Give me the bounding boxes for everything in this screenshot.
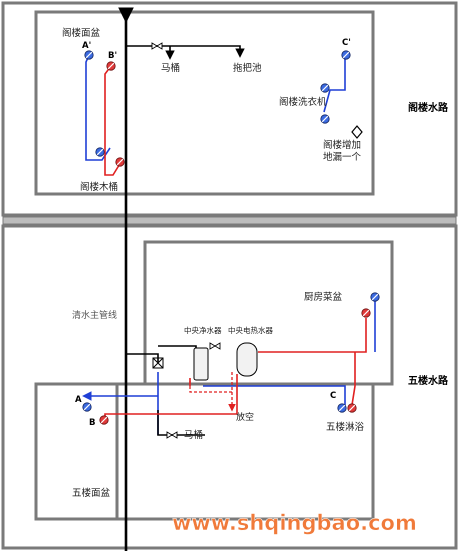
valve-c-prime xyxy=(341,50,351,60)
valve-b-prime xyxy=(106,61,116,71)
label-fifth-basin: 五楼面盆 xyxy=(72,487,111,499)
label-main-pipe: 清水主管线 xyxy=(72,309,117,321)
label-a: A xyxy=(75,395,82,405)
valve-tub-cold xyxy=(95,147,105,157)
attic-room-wall xyxy=(34,10,375,196)
label-heater: 中央电热水器 xyxy=(228,325,273,335)
label-floor-drain-1: 阁楼增加 xyxy=(323,139,361,151)
fifth-floor-outer-wall xyxy=(1,224,458,550)
floor-slab xyxy=(2,216,457,225)
label-attic-basin: 阁楼面盆 xyxy=(62,27,101,39)
label-attic-tub: 阁楼木桶 xyxy=(80,181,118,193)
label-purifier: 中央净水器 xyxy=(184,325,222,335)
label-fifth-water: 五楼水路 xyxy=(408,374,449,387)
watermark: www.shqingbao.com xyxy=(172,511,417,535)
kitchen-valve-hot xyxy=(361,308,371,318)
shower-valve-cold xyxy=(337,403,347,413)
label-shower: 五楼淋浴 xyxy=(326,421,365,433)
toilet-fifth-valve-icon xyxy=(166,431,178,439)
valve-washer-2 xyxy=(320,114,330,124)
attic-pipes xyxy=(85,45,346,176)
toilet-valve-icon xyxy=(151,42,163,50)
valve-tub-hot xyxy=(115,157,125,167)
central-water-purifier xyxy=(193,347,209,381)
inlet-valve-icon xyxy=(152,357,164,369)
label-attic-water: 阁楼水路 xyxy=(408,101,449,114)
label-b: B xyxy=(89,418,95,428)
label-c: C xyxy=(330,391,336,401)
valve-a-prime xyxy=(84,50,94,60)
kitchen-valve-cold xyxy=(370,292,380,302)
valve-washer xyxy=(320,83,330,93)
floor-drain-icon xyxy=(351,125,363,139)
label-washing-machine: 阁楼洗衣机 xyxy=(279,96,327,108)
label-mop-pool: 拖把池 xyxy=(233,62,262,74)
valve-b xyxy=(99,415,109,425)
label-floor-drain-2: 地漏一个 xyxy=(323,151,362,163)
fifth-bath-wall xyxy=(34,382,375,521)
label-toilet-attic: 马桶 xyxy=(161,62,180,74)
label-a-prime: A' xyxy=(82,41,91,51)
attic-outer-wall xyxy=(1,1,458,217)
label-drain: 放空 xyxy=(236,411,254,423)
label-toilet-fifth: 马桶 xyxy=(184,429,203,441)
central-electric-water-heater xyxy=(236,342,258,377)
purifier-valve-icon xyxy=(209,342,221,350)
shower-valve-hot xyxy=(347,403,357,413)
label-c-prime: C' xyxy=(342,38,351,48)
label-kitchen-basin: 厨房菜盆 xyxy=(304,291,343,303)
drain-pipe xyxy=(189,372,236,412)
label-b-prime: B' xyxy=(108,51,117,61)
valve-a xyxy=(82,402,92,412)
fifth-floor-pipes xyxy=(82,300,376,436)
